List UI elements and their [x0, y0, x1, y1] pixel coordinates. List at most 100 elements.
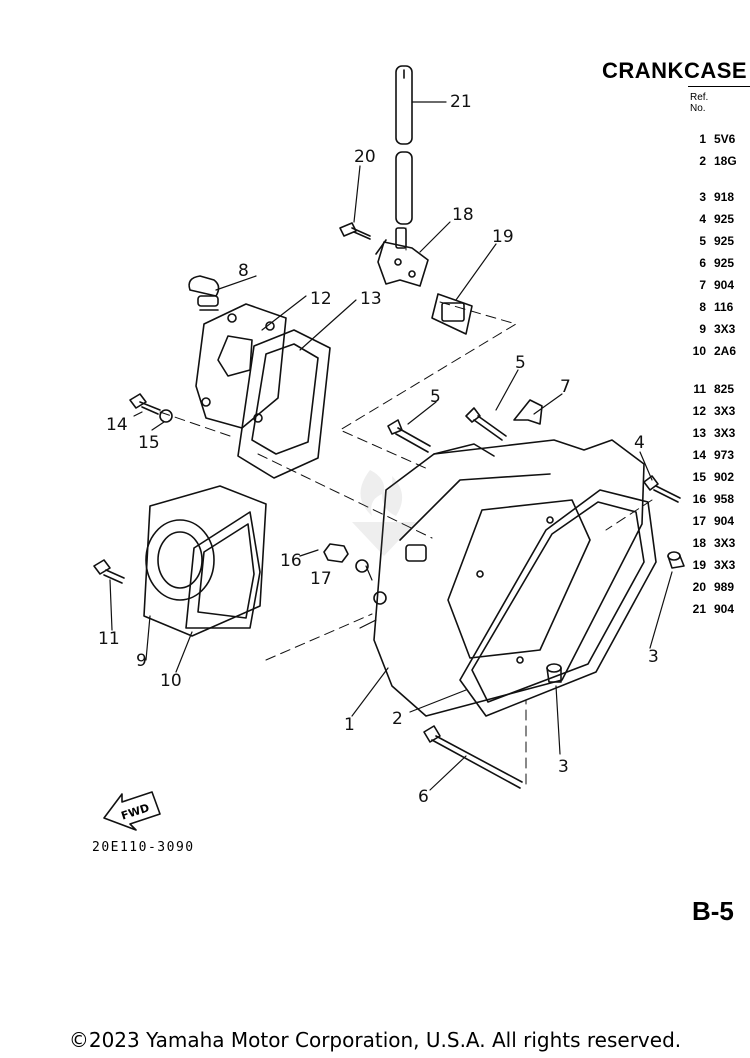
watermark-logo	[352, 470, 416, 556]
parts-table-row: 1 5V6	[686, 132, 735, 146]
hose-part	[395, 65, 413, 225]
part-number: 3X3	[714, 426, 736, 440]
ref-number: 18	[692, 536, 706, 550]
section-title: CRANKCASE	[602, 58, 748, 83]
callout-5a: 5	[515, 353, 526, 373]
bolt-part-11	[93, 559, 125, 584]
ref-number: 4	[699, 212, 706, 226]
callout-15: 15	[138, 433, 160, 453]
parts-table-row: 13 3X3	[686, 426, 736, 440]
washer-part-15	[159, 409, 173, 423]
reed-gasket-part	[431, 293, 473, 335]
bolt-part-5b	[465, 407, 507, 441]
parts-table-row: 14 973	[686, 448, 734, 462]
part-number: 904	[714, 602, 735, 616]
parts-table-row: 9 3X3	[686, 322, 735, 336]
part-number: 3X3	[714, 404, 736, 418]
part-number: 989	[714, 580, 735, 594]
parts-table-row: 20 989	[686, 580, 734, 594]
fwd-arrow-icon	[103, 791, 161, 831]
part-number: 3X3	[714, 322, 736, 336]
callout-21: 21	[450, 92, 472, 112]
callout-17: 17	[310, 569, 332, 589]
ref-number: 1	[699, 132, 706, 146]
ref-number: 6	[699, 256, 706, 270]
callout-18: 18	[452, 205, 474, 225]
callout-8: 8	[238, 261, 249, 281]
ref-number: 5	[699, 234, 706, 248]
callout-10: 10	[160, 671, 182, 691]
ref-number: 9	[699, 322, 706, 336]
ref-number: 15	[692, 470, 706, 484]
callout-3b: 3	[558, 757, 569, 777]
callout-4: 4	[634, 433, 645, 453]
ref-no-header: Ref. No.	[690, 92, 708, 114]
part-number: 904	[714, 278, 735, 292]
part-number: 18G	[714, 154, 737, 168]
parts-table-row: 4 925	[686, 212, 734, 226]
part-number: 3X3	[714, 536, 736, 550]
callout-3a: 3	[648, 647, 659, 667]
ref-number: 7	[699, 278, 706, 292]
bolt-part-5a	[387, 419, 431, 453]
oil-plug-part	[188, 275, 220, 311]
dowel-pin-part-3a	[667, 551, 685, 569]
long-bolt-part-6	[423, 725, 523, 789]
callout-labels: 21 20 18 19 8 12 13 5 5 7 4 14 15 16 17 …	[98, 92, 659, 807]
parts-table-row: 21 904	[686, 602, 734, 616]
callout-12: 12	[310, 289, 332, 309]
part-number: 925	[714, 234, 735, 248]
part-number: 825	[714, 382, 735, 396]
part-number: 958	[714, 492, 735, 506]
parts-table-row: 5 925	[686, 234, 734, 248]
ref-number: 16	[692, 492, 706, 506]
part-number: 925	[714, 212, 735, 226]
ref-number: 12	[692, 404, 706, 418]
parts-table-row: 8 116	[686, 300, 733, 314]
part-number: 5V6	[714, 132, 736, 146]
magneto-cover-part	[143, 485, 267, 637]
parts-table-row: 12 3X3	[686, 404, 736, 418]
washer-part-17	[355, 559, 369, 573]
ref-number: 17	[692, 514, 706, 528]
parts-table-row: 16 958	[686, 492, 734, 506]
part-number: 925	[714, 256, 735, 270]
title-divider	[688, 86, 750, 87]
part-number: 2A6	[714, 344, 737, 358]
part-number: 973	[714, 448, 735, 462]
magneto-gasket-part	[185, 511, 261, 629]
ref-number: 20	[692, 580, 706, 594]
ref-number: 11	[693, 382, 706, 396]
callout-14: 14	[106, 415, 128, 435]
parts-table-row: 18 3X3	[686, 536, 736, 550]
crankcase-part	[373, 439, 645, 717]
part-number: 918	[714, 190, 735, 204]
callout-20: 20	[354, 147, 376, 167]
ref-number: 13	[692, 426, 706, 440]
ref-header-line1: Ref.	[690, 92, 709, 103]
ref-number: 21	[692, 602, 706, 616]
callout-7: 7	[560, 377, 571, 397]
callout-19: 19	[492, 227, 514, 247]
ref-number: 14	[692, 448, 706, 462]
cover-gasket-part	[237, 329, 331, 479]
part-number: 116	[714, 300, 734, 314]
part-number: 902	[714, 470, 735, 484]
callout-6: 6	[418, 787, 429, 807]
callout-1: 1	[344, 715, 355, 735]
copyright-notice: ©2023 Yamaha Motor Corporation, U.S.A. A…	[68, 1028, 682, 1052]
ref-number: 8	[699, 300, 706, 314]
valve-assembly-part	[375, 227, 429, 287]
callout-16: 16	[280, 551, 302, 571]
callout-13: 13	[360, 289, 382, 309]
parts-table-row: 11 825	[686, 382, 734, 396]
callout-5b: 5	[430, 387, 441, 407]
clutch-cover-part	[195, 303, 287, 429]
callout-9: 9	[136, 651, 147, 671]
